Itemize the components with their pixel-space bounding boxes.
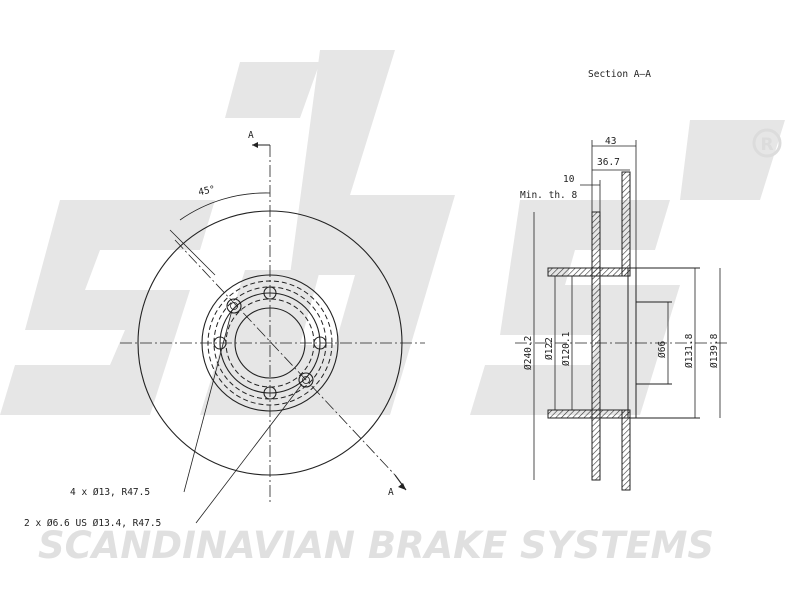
dim-outer-dia: Ø240.2: [523, 336, 534, 370]
dim-dia-131-8: Ø131.8: [684, 333, 695, 368]
svg-text:R: R: [760, 135, 773, 155]
dim-dia-120-1: Ø120.1: [561, 331, 572, 366]
front-view: [120, 142, 425, 524]
section-view: [515, 140, 730, 491]
dim-min-thickness: Min. th. 8: [520, 190, 577, 201]
section-title: Section A–A: [588, 69, 651, 80]
section-marker-bottom: A: [388, 487, 394, 498]
hole-label-2: 2 x Ø6.6 US Ø13.4, R47.5: [24, 518, 161, 529]
dim-dia-122: Ø122: [544, 337, 555, 360]
registered-mark-icon: R: [752, 128, 782, 158]
section-marker-top: A: [248, 130, 254, 141]
dim-hat-width: 36.7: [597, 157, 620, 168]
dim-dia-139-8: Ø139.8: [709, 333, 720, 368]
brand-watermark-text: SCANDINAVIAN BRAKE SYSTEMS: [38, 524, 714, 567]
dim-center-bore: Ø66: [657, 341, 668, 358]
hole-label-1: 4 x Ø13, R47.5: [70, 487, 150, 498]
sbs-logo-watermark: [0, 50, 785, 415]
dim-overall-width: 43: [605, 136, 616, 147]
dim-disc-thickness: 10: [563, 174, 575, 185]
angle-label: 45°: [197, 184, 216, 198]
